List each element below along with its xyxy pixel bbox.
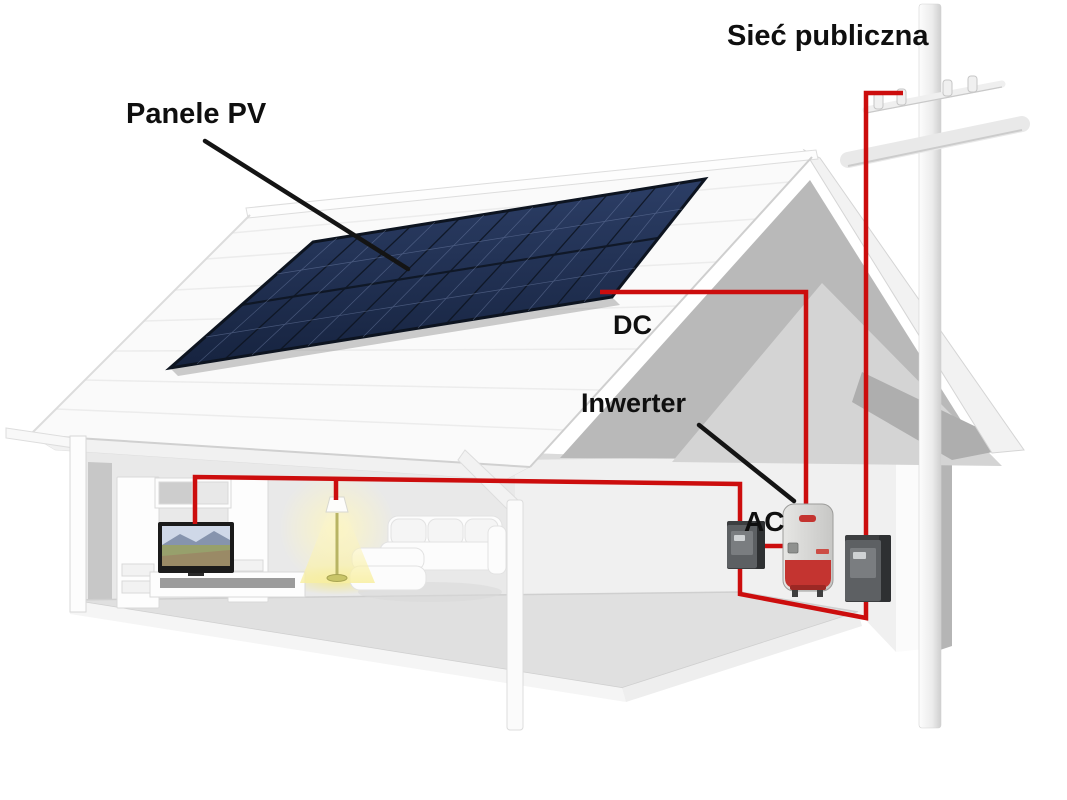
tv-stand-shelf (160, 578, 295, 588)
tv-screen-mountains (162, 531, 230, 546)
lamp-base (326, 574, 348, 582)
pv-panels-pointer-line (202, 138, 411, 272)
tv-base (188, 573, 204, 576)
floor (69, 565, 862, 702)
drawer (121, 580, 155, 594)
tv (158, 522, 234, 576)
inverter-display (787, 542, 799, 554)
inverter-lip (790, 585, 826, 590)
pole-crossarm-main (840, 116, 1030, 168)
tv-screen-foreground (162, 550, 230, 566)
label-dc: DC (613, 310, 652, 340)
utility-pole (840, 3, 1030, 729)
roof-right-verge (529, 156, 813, 468)
label-inverter: Inwerter (581, 388, 687, 418)
eave-edge (29, 434, 531, 468)
meter-box-right (845, 535, 891, 602)
roof-ridge (245, 149, 819, 219)
panel-cell-lines (196, 182, 683, 365)
structural-posts (5, 427, 524, 731)
inverter-foot (817, 590, 823, 597)
floor-lamp (300, 496, 375, 583)
meter-display (853, 552, 866, 559)
label-pv-panels: Panele PV (126, 98, 267, 130)
floor-slab-front (70, 600, 626, 702)
wire-dc (600, 289, 809, 505)
drawer (121, 563, 155, 577)
wiring (192, 90, 903, 621)
pole-shaft (918, 3, 942, 729)
hallway-opening (88, 462, 112, 604)
crossarm-edge (847, 129, 1023, 167)
inverter-red-section (785, 560, 831, 588)
inverter-pointer-line (696, 422, 797, 504)
meter-display (734, 535, 745, 541)
inverter-logo (799, 515, 816, 522)
sofa-cushion (427, 518, 464, 546)
panel-shadow (170, 297, 620, 376)
drawer (232, 559, 264, 572)
cabinet-door (158, 481, 193, 505)
wall-corner-edge (940, 452, 952, 650)
meter-box-left (727, 521, 765, 569)
solar-panels (165, 176, 709, 376)
annotation-lines (202, 138, 797, 504)
lamp-shade (325, 496, 349, 513)
cabinet-door (194, 481, 229, 505)
left-corner-post (69, 435, 87, 613)
inverter-sticker (816, 549, 829, 554)
sofa-armrest (487, 525, 507, 575)
inverter-foot (792, 590, 798, 597)
porch-post (506, 499, 524, 731)
label-public-grid: Sieć publiczna (727, 20, 929, 52)
sofa-cushion (390, 518, 427, 546)
panel-frame-lines (224, 186, 659, 360)
floor-slab-right (622, 612, 862, 702)
label-ac: AC (744, 506, 785, 537)
crossarm-upper-edge (865, 86, 1003, 114)
pole-crossarm-upper (862, 80, 1006, 114)
inverter-device (782, 503, 834, 597)
roof-left-verge (29, 214, 251, 436)
wire-ac-loop (192, 90, 903, 621)
